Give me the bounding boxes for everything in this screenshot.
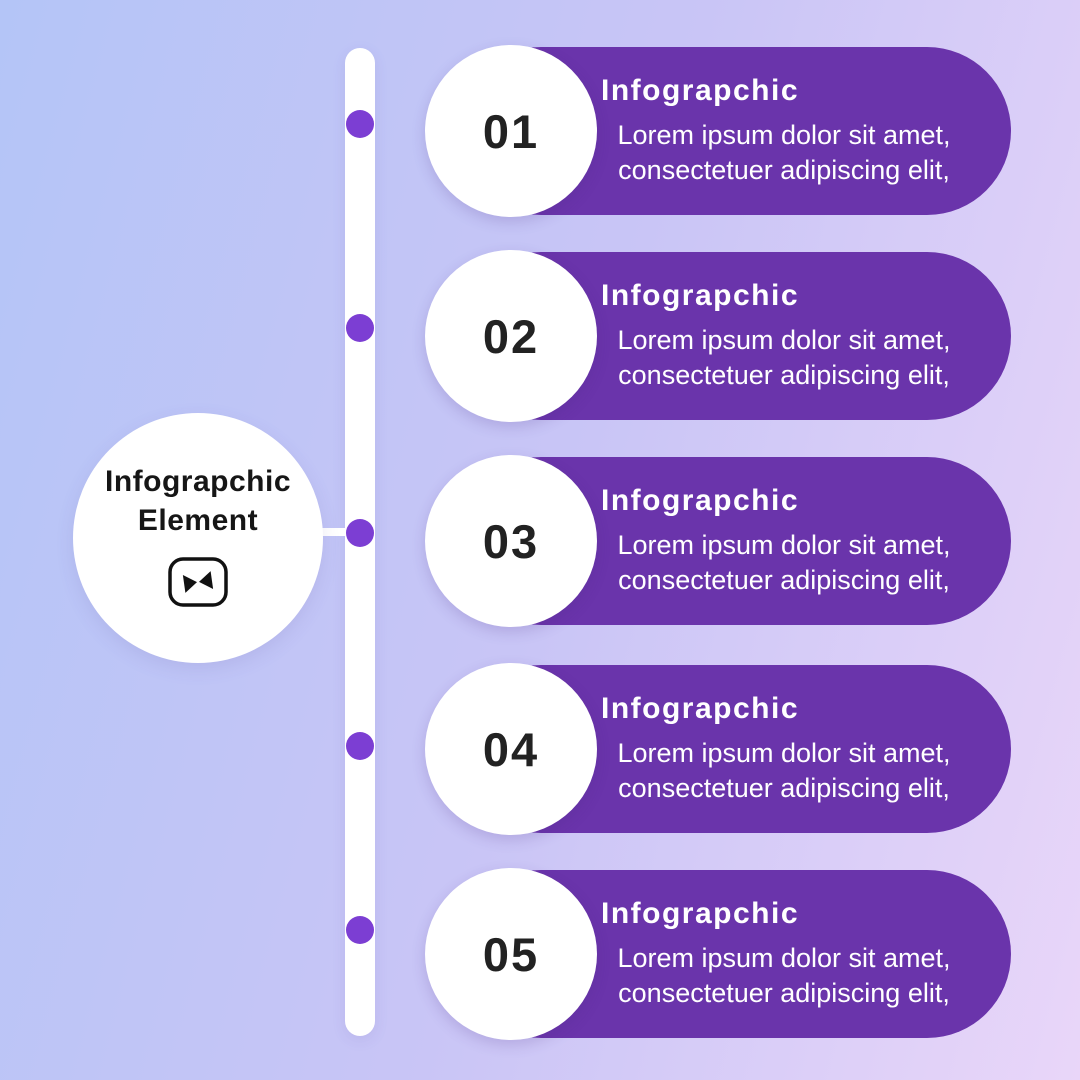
step-body: Lorem ipsum dolor sit amet, consectetuer…: [617, 738, 951, 803]
timeline-dot-3: [346, 519, 374, 547]
center-badge-title-line2: Element: [137, 503, 259, 537]
step-row-4: 04 Infograpchic Lorem ipsum dolor sit am…: [425, 663, 1011, 835]
step-row-2: 02 Infograpchic Lorem ipsum dolor sit am…: [425, 250, 1011, 422]
step-title: Infograpchic: [601, 484, 800, 517]
connector-line: [312, 528, 360, 536]
step-row-5: 05 Infograpchic Lorem ipsum dolor sit am…: [425, 868, 1011, 1040]
step-circle: 03: [425, 455, 597, 627]
step-row-1: 01 Infograpchic Lorem ipsum dolor sit am…: [425, 45, 1011, 217]
step-title: Infograpchic: [601, 279, 800, 312]
step-title: Infograpchic: [601, 897, 800, 930]
step-content: Infograpchic Lorem ipsum dolor sit amet,…: [593, 45, 975, 217]
step-title: Infograpchic: [601, 692, 800, 725]
center-badge-title-line1: Infograpchic: [104, 464, 291, 498]
step-number: 02: [482, 309, 540, 363]
step-body: Lorem ipsum dolor sit amet, consectetuer…: [617, 120, 951, 185]
step-content: Infograpchic Lorem ipsum dolor sit amet,…: [593, 250, 975, 422]
step-body: Lorem ipsum dolor sit amet, consectetuer…: [617, 325, 951, 390]
step-body: Lorem ipsum dolor sit amet, consectetuer…: [617, 530, 951, 595]
step-content: Infograpchic Lorem ipsum dolor sit amet,…: [593, 663, 975, 835]
step-body: Lorem ipsum dolor sit amet, consectetuer…: [617, 943, 951, 1008]
step-circle: 04: [425, 663, 597, 835]
step-title: Infograpchic: [601, 74, 800, 107]
step-content: Infograpchic Lorem ipsum dolor sit amet,…: [593, 455, 975, 627]
step-row-3: 03 Infograpchic Lorem ipsum dolor sit am…: [425, 455, 1011, 627]
timeline-dot-5: [346, 916, 374, 944]
step-number: 05: [482, 927, 540, 981]
step-circle: 02: [425, 250, 597, 422]
timeline-dot-2: [346, 314, 374, 342]
timeline-dot-1: [346, 110, 374, 138]
center-badge-title: Infograpchic Element: [105, 462, 291, 540]
step-content: Infograpchic Lorem ipsum dolor sit amet,…: [593, 868, 975, 1040]
step-number: 01: [482, 104, 540, 158]
center-badge: Infograpchic Element: [73, 413, 323, 663]
step-number: 04: [482, 722, 540, 776]
timeline-dot-4: [346, 732, 374, 760]
capcut-icon: [166, 554, 230, 615]
step-circle: 01: [425, 45, 597, 217]
step-circle: 05: [425, 868, 597, 1040]
step-number: 03: [482, 514, 540, 568]
